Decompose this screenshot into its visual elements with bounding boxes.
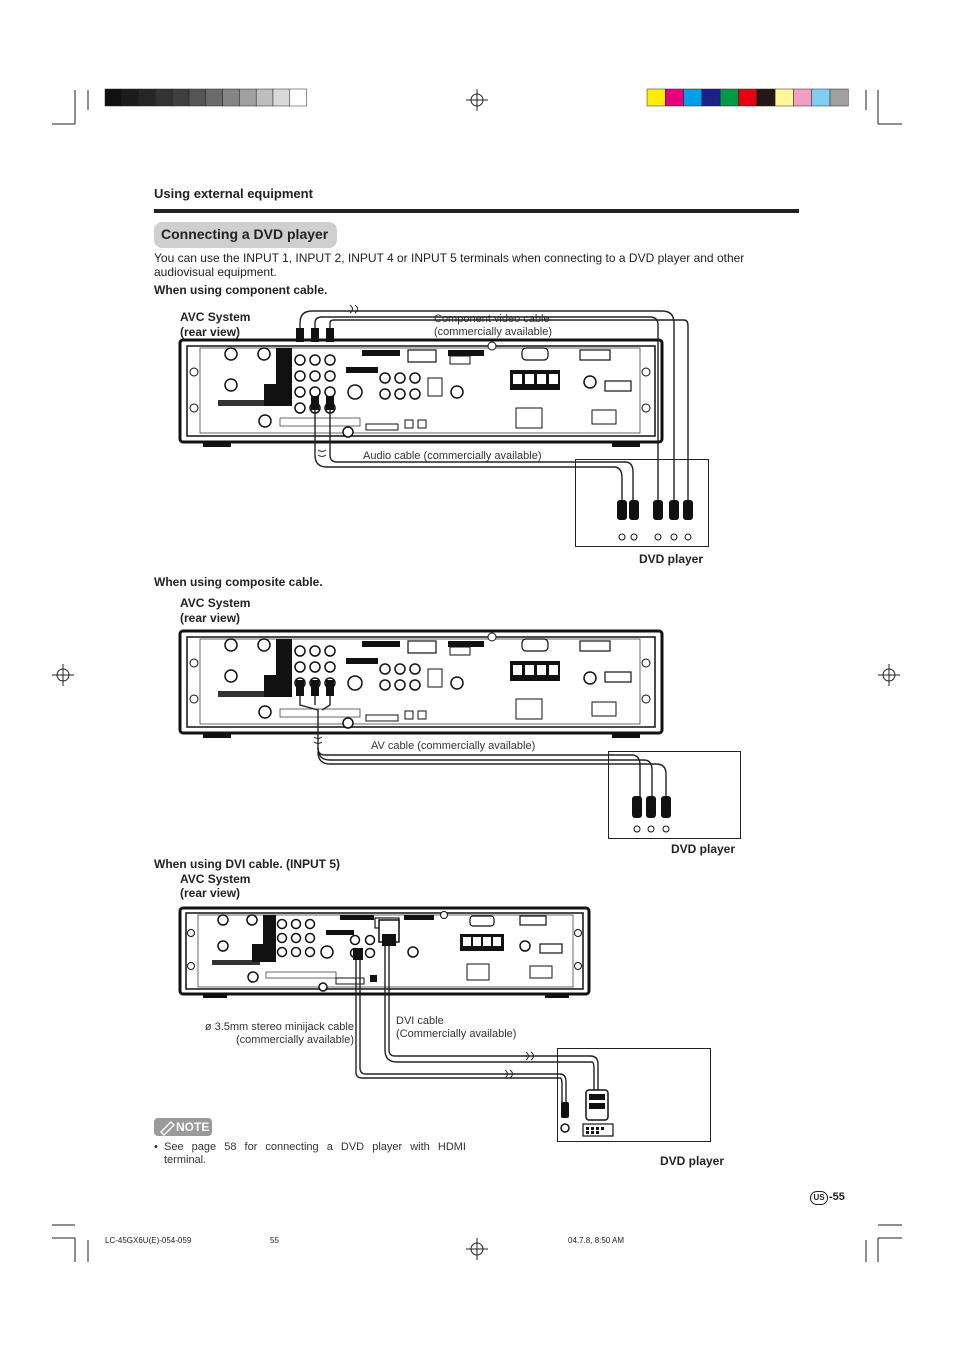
- minijack-cable-label: ø 3.5mm stereo minijack cable: [204, 1021, 354, 1033]
- connector-plugs-1: [296, 328, 334, 410]
- dvi-avc-label: AVC System: [180, 872, 251, 886]
- composite-rear-view-label: (rear view): [180, 611, 241, 625]
- footer-file-page: 55: [270, 1236, 279, 1245]
- avc-rear-panel-1: [178, 338, 664, 447]
- grayscale-bar: [104, 88, 307, 107]
- dvi-cable-label: DVI cable: [396, 1015, 444, 1027]
- note-text-line-2: terminal.: [164, 1154, 207, 1166]
- dvi-rear-view-label: (rear view): [180, 886, 241, 900]
- av-cable-label: AV cable (commercially available): [371, 740, 536, 752]
- dvd-rca-plugs-1: [617, 500, 693, 541]
- dvi-cable: [384, 946, 599, 1090]
- minijack-cable: [355, 958, 567, 1104]
- registration-crosshair-top: [466, 89, 488, 111]
- region-badge: US: [810, 1191, 828, 1205]
- component-avc-label: AVC System: [180, 310, 251, 324]
- page-heading: Connecting a DVD player: [161, 226, 329, 242]
- dvd-player-label-2: DVD player: [671, 842, 736, 856]
- dvd-player-box-2: [608, 751, 741, 839]
- registration-crosshair-left: [52, 664, 74, 686]
- dvd-minijack-connector: [560, 1102, 570, 1133]
- component-video-cable: [299, 310, 689, 505]
- component-video-cable-note: (commercially available): [434, 326, 552, 338]
- dvi-cable-note: (Commercially available): [396, 1028, 517, 1040]
- color-swatch: [829, 88, 849, 107]
- note-badge: NOTE: [154, 1118, 212, 1136]
- note-bullet: •: [154, 1141, 158, 1153]
- note-badge-label: NOTE: [176, 1120, 210, 1134]
- color-swatch: [289, 88, 307, 107]
- section-title: Using external equipment: [154, 186, 313, 201]
- section-rule: [154, 209, 799, 213]
- dvi-title: When using DVI cable. (INPUT 5): [154, 857, 341, 871]
- audio-cable-label: Audio cable (commercially available): [363, 450, 542, 462]
- component-rear-view-label: (rear view): [180, 325, 241, 339]
- footer-timestamp: 04.7.8, 8:50 AM: [568, 1236, 625, 1245]
- footer-file-code: LC-45GX6U(E)-054-059: [105, 1236, 192, 1245]
- intro-text: You can use the INPUT 1, INPUT 2, INPUT …: [154, 251, 745, 279]
- page-number: -55: [829, 1191, 845, 1203]
- av-cable: [299, 695, 667, 798]
- dvd-rca-plugs-2: [632, 796, 671, 833]
- color-bar: [646, 88, 849, 107]
- dvi-plug-on-panel: [378, 919, 400, 946]
- composite-title: When using composite cable.: [154, 575, 323, 589]
- note-text-line-1: See page 58 for connecting a DVD player …: [164, 1141, 466, 1153]
- registration-crosshair-right: [878, 664, 900, 686]
- pencil-icon: [160, 1121, 175, 1136]
- registration-crosshair-bottom: [466, 1238, 488, 1260]
- audio-cable: [314, 410, 634, 505]
- dvd-player-label-3: DVD player: [660, 1154, 725, 1168]
- heading-pill: Connecting a DVD player: [154, 222, 337, 248]
- connector-plugs-2: [296, 680, 334, 696]
- dvd-dvi-connector: [582, 1089, 614, 1137]
- component-title: When using component cable.: [154, 283, 328, 297]
- component-video-cable-label: Component video cable: [434, 313, 550, 325]
- composite-avc-label: AVC System: [180, 596, 251, 610]
- minijack-cable-note: (commercially available): [236, 1034, 354, 1046]
- avc-rear-panel-2: [178, 629, 664, 738]
- dvd-player-label-1: DVD player: [639, 552, 704, 566]
